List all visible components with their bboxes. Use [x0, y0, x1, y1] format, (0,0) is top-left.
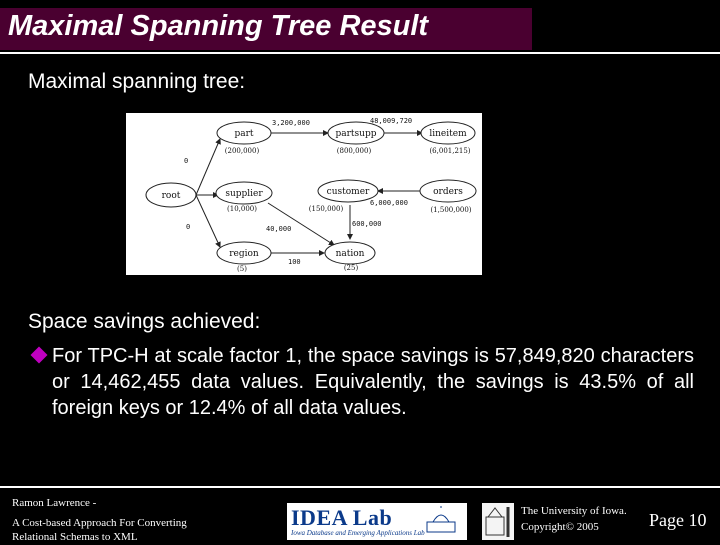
- university-logo-icon: [482, 503, 514, 540]
- node-orders: [419, 179, 477, 203]
- node-label-orders: orders: [433, 187, 463, 197]
- edge-label-root-region: 0: [186, 223, 190, 231]
- node-count-lineitem: (6,001,215): [429, 147, 470, 155]
- node-region: [216, 241, 272, 265]
- node-count-orders: (1,500,000): [430, 206, 471, 214]
- edge-label-supplier-nation: 40,000: [266, 225, 291, 233]
- node-label-nation: nation: [336, 249, 365, 259]
- spanning-tree-diagram: part partsupp lineitem root supplier cus…: [126, 113, 482, 275]
- edge-label-root-part: 0: [184, 157, 188, 165]
- idea-lab-logo-text: IDEA Lab: [291, 505, 393, 530]
- savings-heading: Space savings achieved:: [28, 310, 261, 333]
- footer-citation: Ramon Lawrence - A Cost-based Approach F…: [12, 496, 187, 544]
- university-footer: The University of Iowa. Copyright© 2005: [521, 503, 627, 535]
- title-bar: [0, 8, 532, 50]
- node-count-partsupp: (800,000): [337, 147, 372, 155]
- edge-label-region-nation: 100: [288, 258, 301, 266]
- page-number: Page 10: [649, 510, 707, 530]
- diamond-bullet-icon: [30, 346, 48, 364]
- page-title: Maximal Spanning Tree Result: [8, 10, 429, 42]
- node-count-nation: (25): [344, 264, 359, 272]
- node-label-root: root: [162, 191, 181, 201]
- node-nation: [324, 241, 376, 265]
- node-count-supplier: (10,000): [227, 205, 257, 213]
- edge-label-orders-customer: 6,000,000: [370, 199, 408, 207]
- footer-divider: [0, 486, 720, 488]
- title-divider: [0, 52, 720, 54]
- edge-label-part-partsupp: 3,200,000: [272, 119, 310, 127]
- node-customer: [317, 179, 379, 203]
- node-label-customer: customer: [327, 187, 370, 197]
- footer-title-line2: Relational Schemas to XML: [12, 531, 138, 543]
- node-label-partsupp: partsupp: [336, 129, 377, 139]
- intro-text: Maximal spanning tree:: [28, 70, 246, 93]
- footer-title-line1: A Cost-based Approach For Converting: [12, 517, 187, 529]
- idea-lab-logo-subtitle: Iowa Database and Emerging Applications …: [291, 529, 425, 537]
- footer-author: Ramon Lawrence -: [12, 497, 97, 509]
- copyright-text: Copyright© 2005: [521, 521, 599, 533]
- node-count-customer: (150,000): [309, 205, 344, 213]
- node-label-lineitem: lineitem: [429, 129, 467, 139]
- node-label-part: part: [234, 129, 253, 139]
- university-name: The University of Iowa.: [521, 505, 627, 517]
- edge-supplier-nation: [267, 202, 335, 246]
- node-part: [216, 121, 272, 145]
- idea-lab-logo: IDEA Lab Iowa Database and Emerging Appl…: [287, 503, 467, 540]
- savings-bullet-text: For TPC-H at scale factor 1, the space s…: [52, 345, 694, 419]
- university-seal-icon: [485, 507, 510, 537]
- node-label-region: region: [229, 249, 259, 259]
- edge-root-part: [195, 138, 221, 196]
- capitol-building-icon: [426, 506, 456, 533]
- node-count-part: (200,000): [225, 147, 260, 155]
- node-root: [145, 182, 197, 208]
- edge-label-partsupp-lineitem: 48,009,720: [370, 117, 412, 125]
- node-label-supplier: supplier: [225, 189, 263, 199]
- node-count-region: (5): [237, 265, 247, 273]
- edge-label-customer-nation: 600,000: [352, 220, 382, 228]
- node-supplier: [215, 181, 273, 205]
- edge-root-region: [195, 194, 221, 248]
- spanning-tree-svg: part partsupp lineitem root supplier cus…: [145, 117, 477, 273]
- node-lineitem: [420, 121, 476, 145]
- node-partsupp: [327, 121, 385, 145]
